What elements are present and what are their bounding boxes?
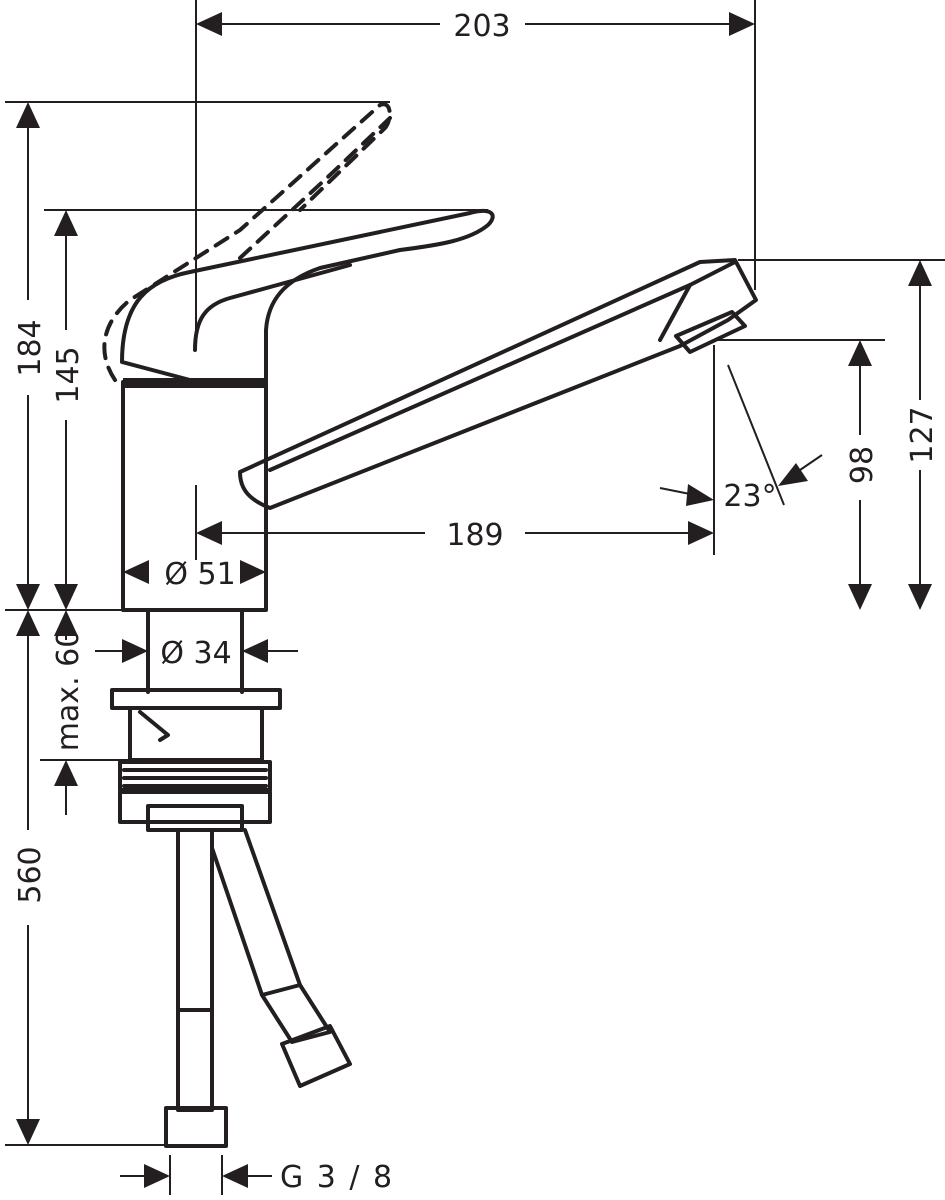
dim-spout-reach: 189	[446, 518, 503, 553]
extension-lines	[5, 0, 945, 1195]
dim-lever-height: 145	[51, 346, 86, 403]
dim-connection-thread: G 3 / 8	[280, 1160, 394, 1195]
dim-total-height: 184	[13, 319, 48, 376]
spout	[238, 258, 758, 510]
dimension-lines	[16, 12, 932, 1188]
dim-aerator-height: 98	[845, 446, 880, 484]
dim-base-diameter: Ø 51	[164, 557, 235, 592]
aerator	[674, 310, 747, 354]
dim-shank-diameter: Ø 34	[160, 636, 231, 671]
dim-max-deck-thickness: max. 60	[51, 629, 86, 752]
lever-raised-dashed-outline	[102, 102, 392, 382]
dim-jet-angle: 23°	[723, 479, 776, 514]
supply-hose-angled	[210, 828, 302, 997]
dimension-labels: 203 184 145 189 Ø 51 Ø 34 max. 60 127 98…	[13, 9, 940, 1195]
mounting-plate	[110, 688, 282, 710]
hose-fitting-straight	[164, 1106, 228, 1148]
supply-hose-straight	[176, 828, 214, 1012]
dim-spout-tip-height: 127	[905, 406, 940, 463]
dim-overall-reach: 203	[453, 9, 510, 44]
lever-handle	[120, 208, 495, 382]
hose-fitting-angled	[280, 1024, 352, 1088]
dim-hose-length: 560	[13, 846, 48, 903]
faucet-outline	[102, 102, 758, 1148]
